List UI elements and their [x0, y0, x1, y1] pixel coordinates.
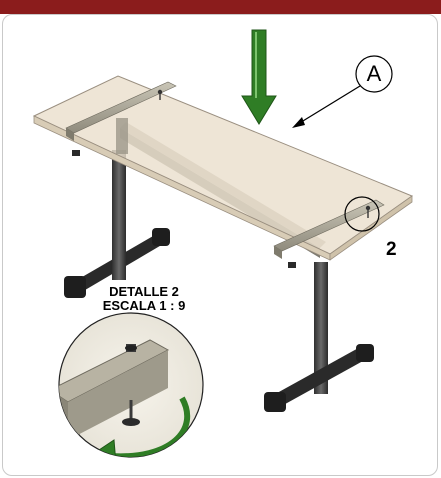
leveler-pad-left: [72, 150, 80, 156]
detail-title-line2: ESCALA 1 : 9: [102, 298, 186, 313]
detail-2-view: [58, 312, 204, 458]
right-leg: [314, 262, 328, 394]
detail-2-marker: [344, 196, 380, 232]
callout-a-leader: [292, 55, 393, 128]
leveler-pad-right: [288, 262, 296, 268]
header-accent-bar: [0, 0, 441, 14]
detail-number-label: 2: [386, 239, 397, 260]
left-upright: [116, 118, 128, 154]
push-down-arrow-icon: [241, 29, 277, 125]
detail-title-line1: DETALLE 2: [109, 284, 179, 299]
right-foot: [264, 344, 374, 412]
left-leg: [112, 150, 126, 280]
tabletop: [32, 75, 414, 261]
support-rail-left: [65, 81, 177, 141]
support-rail-right: [273, 199, 385, 259]
detail-title: DETALLE 2 ESCALA 1 : 9: [85, 285, 203, 313]
callout-a-label: A: [366, 61, 382, 86]
